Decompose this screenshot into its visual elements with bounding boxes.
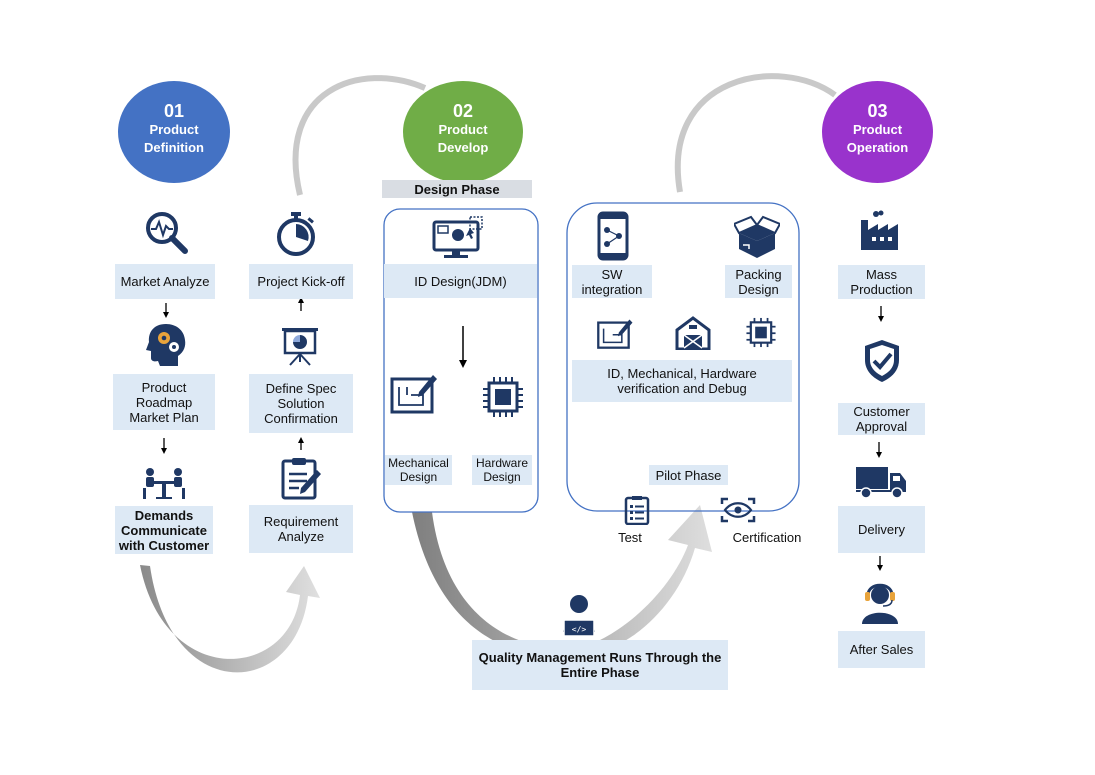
chip-icon xyxy=(483,377,523,417)
box-icon xyxy=(734,215,780,258)
blueprint-icon xyxy=(390,375,437,414)
verification-box: ID, Mechanical, Hardware verification an… xyxy=(572,360,792,402)
arc-02-03 xyxy=(674,73,837,193)
support-agent-icon xyxy=(862,583,898,624)
quality-box: Quality Management Runs Through the Enti… xyxy=(472,640,728,690)
delivery-box: Delivery xyxy=(838,506,925,553)
arc-01-02 xyxy=(292,75,427,196)
kickoff-box: Project Kick-off xyxy=(249,264,353,299)
id-design-box: ID Design(JDM) xyxy=(384,264,537,298)
head-gears-icon xyxy=(146,324,186,366)
phase-01-title-2: Definition xyxy=(144,140,204,155)
phase-02-title-2: Develop xyxy=(437,140,489,155)
phone-app-icon xyxy=(597,211,629,261)
phase-02-number: 02 xyxy=(452,101,474,121)
demands-box: Demands Communicate with Customer xyxy=(115,506,213,554)
design-box xyxy=(383,208,539,513)
blueprint-small-icon xyxy=(597,319,633,349)
developer-icon: </> xyxy=(563,595,595,637)
after-sales-box: After Sales xyxy=(838,631,925,668)
meeting-icon xyxy=(143,468,185,499)
phase-02-title-1: Product xyxy=(438,122,488,137)
phase-01-title-1: Product xyxy=(149,122,199,137)
phase-01-number: 01 xyxy=(163,101,185,121)
svg-text:</>: </> xyxy=(572,625,587,634)
sw-integration-box: SW integration xyxy=(572,265,652,298)
eye-scan-icon xyxy=(720,497,756,523)
requirement-box: Requirement Analyze xyxy=(249,505,353,553)
factory-icon xyxy=(861,210,898,250)
barn-icon xyxy=(675,316,711,350)
presentation-icon xyxy=(282,328,318,366)
computer-design-icon xyxy=(432,216,483,258)
spec-box: Define Spec Solution Confirmation xyxy=(249,374,353,433)
magnifier-chart-icon xyxy=(146,212,188,254)
roadmap-box: Product Roadmap Market Plan xyxy=(113,374,215,430)
clipboard-icon xyxy=(281,458,321,500)
truck-icon xyxy=(856,467,906,499)
certification-label: Certification xyxy=(732,530,802,545)
phase-03-circle: 03 Product Operation xyxy=(822,81,933,183)
phase-02-circle: 02 Product Develop xyxy=(403,81,523,183)
market-analyze-box: Market Analyze xyxy=(115,264,215,299)
mechanical-design-box: Mechanical Design xyxy=(385,455,452,485)
packing-design-box: Packing Design xyxy=(725,265,792,298)
stopwatch-icon xyxy=(277,212,315,256)
hardware-design-box: Hardware Design xyxy=(472,455,532,485)
chip-small-icon xyxy=(746,317,776,348)
test-label: Test xyxy=(618,530,642,545)
phase-03-number: 03 xyxy=(867,101,888,121)
customer-approval-box: Customer Approval xyxy=(838,403,925,435)
shield-check-icon xyxy=(865,340,899,382)
pilot-phase-box: Pilot Phase xyxy=(649,465,728,485)
phase-03-title-1: Product xyxy=(852,122,903,137)
pilot-box xyxy=(566,202,800,512)
u-arrow-phase2 xyxy=(412,505,712,657)
checklist-icon xyxy=(624,496,650,525)
design-phase-label: Design Phase xyxy=(382,180,532,198)
phase-01-circle: 01 Product Definition xyxy=(118,81,230,183)
phase-03-title-2: Operation xyxy=(846,140,909,155)
u-arrow-phase1 xyxy=(140,565,320,673)
mass-production-box: Mass Production xyxy=(838,265,925,299)
